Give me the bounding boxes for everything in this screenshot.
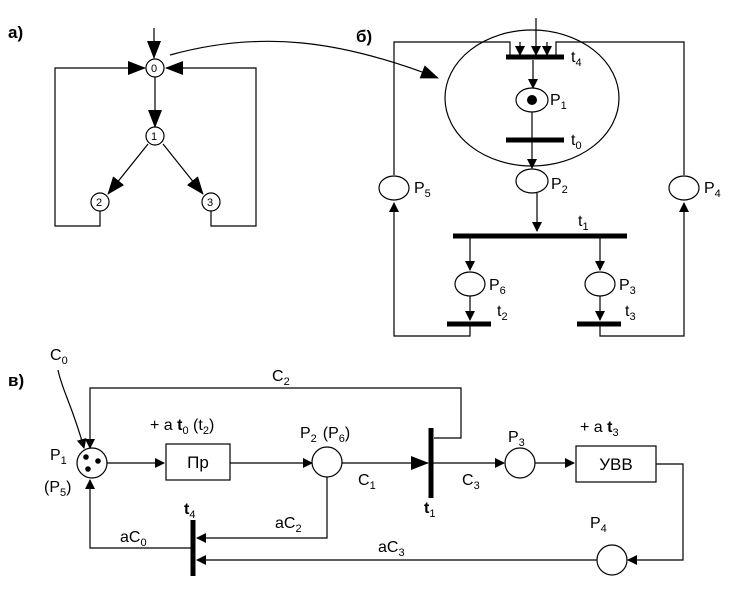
ann-t0-t2: + a t0 (t2) [150,417,214,437]
p6-label: P6 [489,277,506,297]
c3-label: C3 [462,472,480,492]
graph-node-0 [145,58,165,78]
graph-node-0-label: 0 [151,63,157,75]
p2-label: P2 [551,176,568,196]
t4-label: t4 [571,49,582,69]
p5-label: P5 [414,180,431,200]
io-device-label: УВВ [599,455,632,474]
section-label-b: б) [356,27,372,46]
place-p4 [668,175,700,201]
place-p6 [454,271,486,297]
p2-p6-v-label: P2(P6) [300,425,350,445]
graph-node-3-label: 3 [207,197,213,209]
p4-v-label: P4 [590,515,607,535]
graph-node-2-label: 2 [96,197,102,209]
c0-label: C0 [50,347,68,367]
graph-node-2 [90,192,110,212]
place-p3 [584,271,616,297]
graph-node-3 [201,192,221,212]
t2-label: t2 [497,303,508,323]
place-p2-v [311,446,343,478]
p3-label: P3 [619,277,636,297]
place-p3-v [504,447,536,479]
place-p1-v [76,447,108,479]
t4-v-label: t4 [184,501,195,521]
state-graph-a: 0 1 2 3 [54,28,257,227]
p4-label: P4 [704,180,721,200]
p5-v-label: (P5) [44,479,71,499]
place-p5 [378,175,410,201]
t1-label: t1 [578,213,589,233]
ac2-label: aC2 [275,515,302,535]
section-label-a: а) [8,23,23,42]
petri-net-b: t4 P1 t0 P2 t1 P5 P4 P6 P3 t2 t3 [378,18,721,337]
ac0-label: aC0 [120,529,147,549]
t0-label: t0 [571,132,582,152]
token [527,95,537,105]
c1-label: C1 [358,472,376,492]
p1-label: P1 [550,92,567,112]
t1-v-label: t1 [424,500,435,520]
graph-node-1 [145,126,165,146]
mapping-arrow [169,40,439,79]
c2-label: C2 [272,368,290,388]
place-p2 [515,168,549,194]
processor-label: Пр [187,453,209,472]
section-label-v: в) [8,371,24,390]
t3-label: t3 [625,303,636,323]
graph-node-1-label: 1 [151,131,157,143]
io-device-box [575,445,657,483]
ann-t3: + a t3 [580,419,619,439]
petri-net-v: C0 C2 P1 (P5) Пр + a t0 (t2) P2(P6) C1 t… [44,347,684,576]
p1-v-label: P1 [50,447,67,467]
place-p4-v [596,544,628,576]
p3-v-label: P3 [508,429,525,449]
processor-box [165,443,231,481]
ac3-label: aC3 [378,539,405,559]
